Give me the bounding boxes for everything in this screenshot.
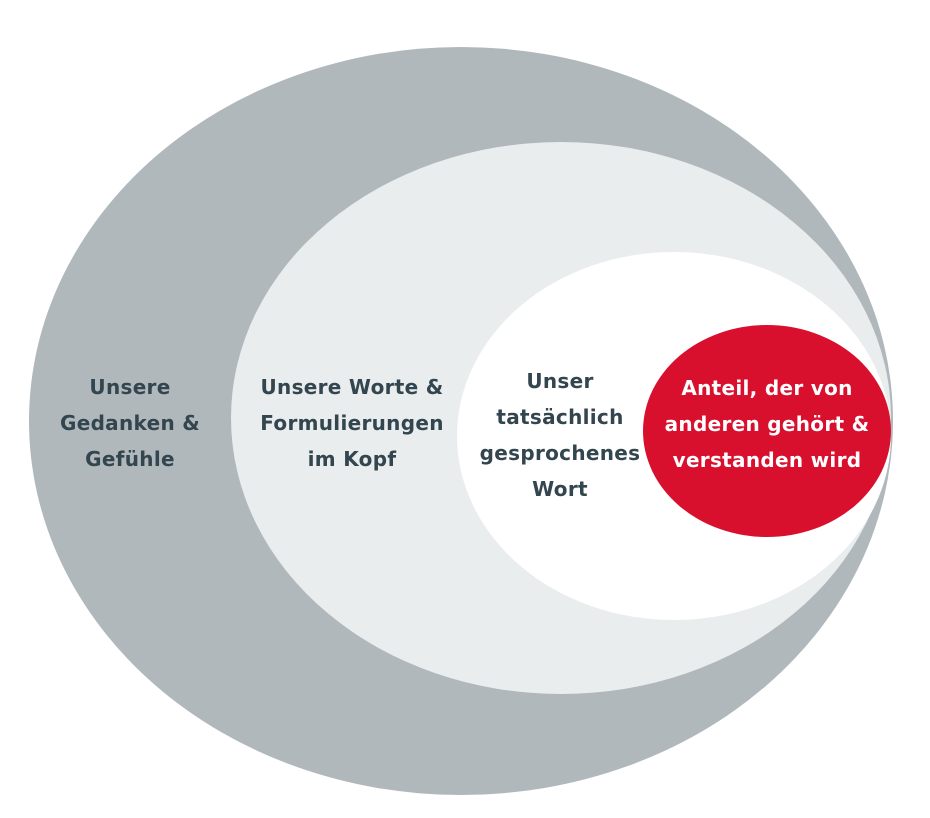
label-thoughts-feelings: Unsere Gedanken & Gefühle xyxy=(40,369,220,477)
label-line: Gedanken & xyxy=(59,411,200,435)
label-line: Wort xyxy=(532,477,588,501)
label-line: Unsere xyxy=(89,375,171,399)
label-line: verstanden wird xyxy=(672,448,862,472)
label-line: anderen gehört & xyxy=(664,412,870,436)
label-line: Unser xyxy=(526,369,594,393)
label-line: Anteil, der von xyxy=(681,376,853,400)
label-line: Gefühle xyxy=(85,447,175,471)
core-ellipse-understood xyxy=(643,325,891,537)
label-spoken-word: Unser tatsächlich gesprochenes Wort xyxy=(470,363,650,507)
label-line: im Kopf xyxy=(307,447,397,471)
label-heard-understood: Anteil, der von anderen gehört & verstan… xyxy=(657,370,877,478)
label-line: Unsere Worte & xyxy=(260,375,444,399)
label-line: Formulierungen xyxy=(260,411,444,435)
label-line: tatsächlich xyxy=(496,405,624,429)
label-words-in-head: Unsere Worte & Formulierungen im Kopf xyxy=(252,369,452,477)
label-line: gesprochenes xyxy=(479,441,641,465)
